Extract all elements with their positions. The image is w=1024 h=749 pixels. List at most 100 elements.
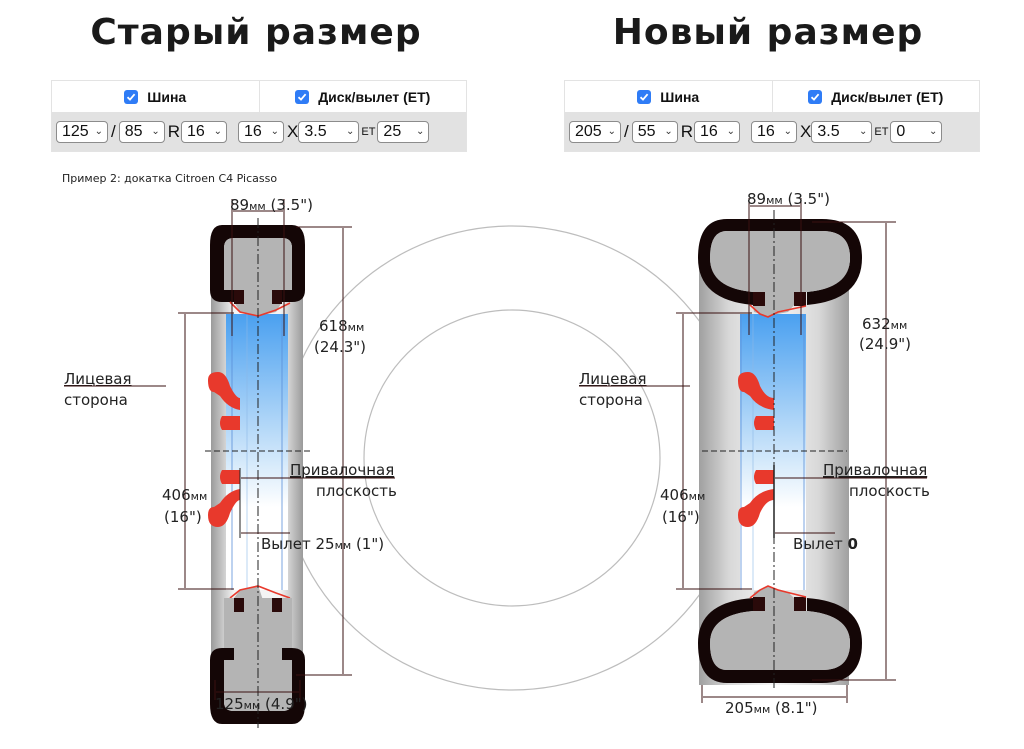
new-rim-diameter-select[interactable]: 16 ⌄ [751,120,798,143]
new-mount-label-1: Привалочная [823,461,927,479]
chevron-down-icon: ⌄ [858,126,868,137]
chevron-down-icon: ⌄ [783,126,793,137]
checkmark-icon [298,93,307,101]
old-tire-diameter-value: 16 [187,122,205,140]
old-selector-header: Шина Диск/вылет (ET) [52,81,466,112]
old-r-label: R [167,121,181,141]
new-et-label: ET [874,125,889,138]
new-mount-label-2: плоскость [849,482,930,500]
new-outer-dia-in: (24.9") [859,335,911,353]
old-tire-profile-select[interactable]: 85⌄ [118,120,165,143]
old-rim-width-select[interactable]: 3.5⌄ [298,120,360,143]
old-disk-checkbox[interactable] [295,89,310,104]
old-x-label: X [287,121,299,141]
new-wheel-diagram: 89мм (3.5") 632мм (24.9") 406мм (16") Ли… [512,190,930,717]
new-outer-dia-mm: 632мм [862,315,907,333]
new-et-select[interactable]: 0⌄ [890,120,943,143]
disk-upper-hub [220,416,240,430]
disk-lower-spoke [208,489,240,527]
bottom-tire-fill [710,586,850,670]
disk-upper-spoke [208,372,240,410]
old-size-panel: Старый размер Шина Диск/вылет (ET) 125⌄ … [51,12,512,728]
top-bead-line [749,304,807,318]
new-size-panel: Новый размер Шина Диск/вылет (ET) 205⌄ /… [512,0,1024,749]
old-tire-width-select[interactable]: 125⌄ [56,120,108,143]
old-rim-diameter-value: 16 [244,122,262,140]
rim-arc [512,309,661,607]
old-outer-dia-in: (24.3") [314,338,366,356]
old-rim-diameter-select[interactable]: 16⌄ [238,120,285,143]
new-tire-width-value: 205 [575,122,602,140]
chevron-down-icon: ⌄ [726,126,736,137]
bottom-bead-right [272,598,282,612]
chevron-down-icon: ⌄ [664,126,673,137]
new-x-label: X [800,121,812,141]
new-rim-dia-in: (16") [662,508,700,526]
disk-upper-hub [754,416,774,430]
old-tire-width-value: 125 [62,122,89,140]
checkmark-icon [640,93,649,101]
old-tire-checkbox[interactable] [124,89,139,104]
checkmark-icon [811,93,820,101]
old-rim-dia-mm: 406мм [162,486,207,504]
top-bead-left [234,290,244,304]
old-size-title: Старый размер [90,12,422,53]
old-disk-header: Диск/вылет (ET) [260,81,467,112]
old-outer-dia-mm: 618мм [319,317,364,335]
new-selector-body: 205⌄ / 55⌄ R 16⌄ 16⌄ X 3.5⌄ ET 0⌄ [565,112,979,151]
new-tire-profile-select[interactable]: 55 ⌄ [631,120,678,143]
new-offset-label: Вылет 0 [793,535,858,553]
old-tire-width-dim: 125мм (4.9") [215,695,308,713]
old-tire-header-label: Шина [147,88,187,105]
old-tire-diameter-select[interactable]: 16 ⌄ [181,120,228,143]
new-rim-width-dim: 89мм (3.5") [747,190,830,208]
old-rim-width-dim: 89мм (3.5") [230,196,313,214]
new-tire-checkbox[interactable] [637,89,652,104]
chevron-down-icon: ⌄ [213,126,223,137]
bottom-tire-outline [210,648,305,724]
new-size-title: Новый размер [612,12,924,53]
new-disk-checkbox[interactable] [808,89,823,104]
bottom-tire-outline [698,598,862,683]
new-tire-diameter-value: 16 [700,122,718,140]
old-wheel-diagram: 89мм (3.5") 618мм (24.3") 406мм (16") Ли… [64,196,512,728]
old-rim-dia-in: (16") [164,508,202,526]
new-et-value: 0 [896,122,906,140]
top-bead-left [753,292,765,306]
old-et-select[interactable]: 25⌄ [377,120,430,143]
new-face-label-2: сторона [579,391,643,409]
bottom-bead-line [749,585,807,599]
example-caption: Пример 2: докатка Citroen C4 Picasso [62,172,278,185]
bottom-bead-right [794,597,806,611]
new-rim-width-value: 3.5 [817,122,840,140]
rim-arc [363,309,512,607]
disk-lower-spoke [738,489,774,527]
old-selector-body: 125⌄ / 85⌄ R 16⌄ 16⌄ X 3.5⌄ ET 25⌄ [52,112,466,151]
rim-barrel [226,314,288,590]
new-tire-profile-value: 55 [637,122,656,140]
bottom-bead-left [234,598,244,612]
new-tire-header-label: Шина [660,88,700,105]
new-tire-width-dim: 205мм (8.1") [725,699,818,717]
old-face-label-1: Лицевая [64,370,132,388]
new-tire-width-select[interactable]: 205⌄ [569,120,621,143]
new-slash: / [624,121,629,141]
disk-upper-spoke [738,372,774,410]
top-bead-right [794,292,806,306]
chevron-down-icon: ⌄ [929,126,938,137]
checkmark-icon [127,93,136,101]
new-rim-width-select[interactable]: 3.5 ⌄ [811,120,873,143]
new-size-selector: Шина Диск/вылет (ET) 205⌄ / 55⌄ R 16⌄ 16… [564,80,980,152]
rim-barrel [740,314,806,590]
old-mount-label-1: Привалочная [290,461,394,479]
chevron-down-icon: ⌄ [345,126,355,137]
bottom-bead-left [753,597,765,611]
disk-lower-hub [220,470,240,484]
old-tire-profile-value: 85 [124,122,143,140]
new-tire-diameter-select[interactable]: 16 ⌄ [694,120,741,143]
new-face-label-1: Лицевая [579,370,647,388]
old-size-selector: Шина Диск/вылет (ET) 125⌄ / 85⌄ R 16⌄ 16… [51,80,467,152]
top-bead-right [272,290,282,304]
new-rim-diameter-value: 16 [757,122,775,140]
new-rim-dia-mm: 406мм [660,486,705,504]
